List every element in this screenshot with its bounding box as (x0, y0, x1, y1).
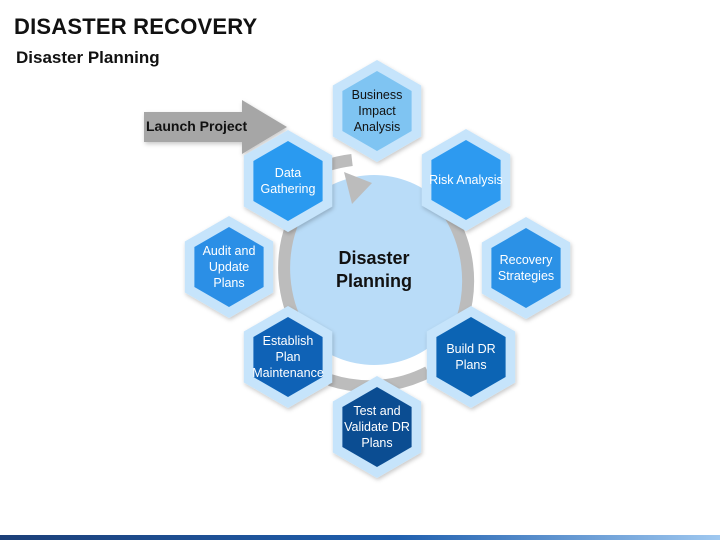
step-hexagon-fill (431, 140, 501, 220)
step-hexagon-fill (194, 227, 264, 307)
step-hexagon-fill (342, 387, 412, 467)
step-hexagon-fill (342, 71, 412, 151)
step-hexagon (243, 130, 333, 232)
step-hexagon-fill (253, 141, 323, 221)
step-hexagon (332, 60, 422, 162)
step-hexagon-fill (491, 228, 561, 308)
center-label: Disaster Planning (336, 248, 412, 291)
step-hexagon (332, 376, 422, 478)
footer-bar (0, 535, 720, 540)
step-hexagon-fill (436, 317, 506, 397)
launch-project-arrow (144, 100, 287, 154)
step-hexagon (426, 306, 516, 408)
page-title: DISASTER RECOVERY (14, 14, 258, 39)
step-hexagon (481, 217, 571, 319)
step-hexagon (243, 306, 333, 408)
center-circle (279, 175, 469, 365)
step-hexagon-fill (253, 317, 323, 397)
launch-project-label: Launch Project (146, 118, 248, 134)
cycle-arrowhead (344, 172, 372, 204)
step-hexagon (421, 129, 511, 231)
page-subtitle: Disaster Planning (16, 48, 160, 67)
step-hexagon (184, 216, 274, 318)
